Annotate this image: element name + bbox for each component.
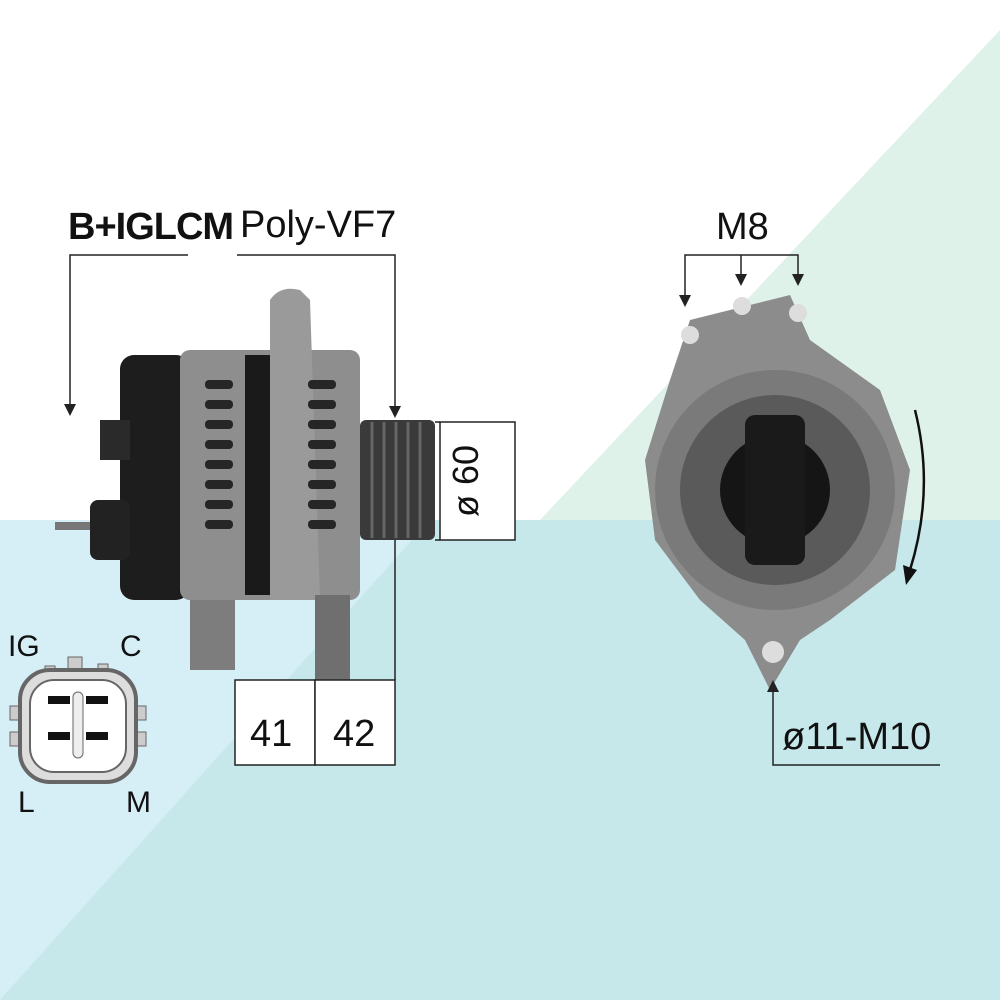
- connector-type-label: B+IGLCM: [68, 206, 234, 248]
- pulley-diameter-label: ø 60: [445, 445, 486, 517]
- thread-label: M8: [716, 206, 769, 248]
- pin-c-label: C: [120, 630, 142, 663]
- dimension-lines: [69, 254, 516, 766]
- pin-m-label: M: [126, 786, 151, 819]
- dimension-42-label: 42: [333, 713, 376, 755]
- pin-l-label: L: [18, 786, 35, 819]
- alternator-front-view: [645, 295, 910, 690]
- connector-diagram: [9, 656, 147, 784]
- pin-ig-label: IG: [8, 630, 40, 663]
- alternator-side-view: [55, 288, 435, 685]
- mount-hole-label: ø11-M10: [782, 716, 932, 758]
- pulley-type-label: Poly-VF7: [240, 204, 397, 246]
- dimension-41-label: 41: [250, 713, 293, 755]
- rotation-arrow: [908, 409, 926, 571]
